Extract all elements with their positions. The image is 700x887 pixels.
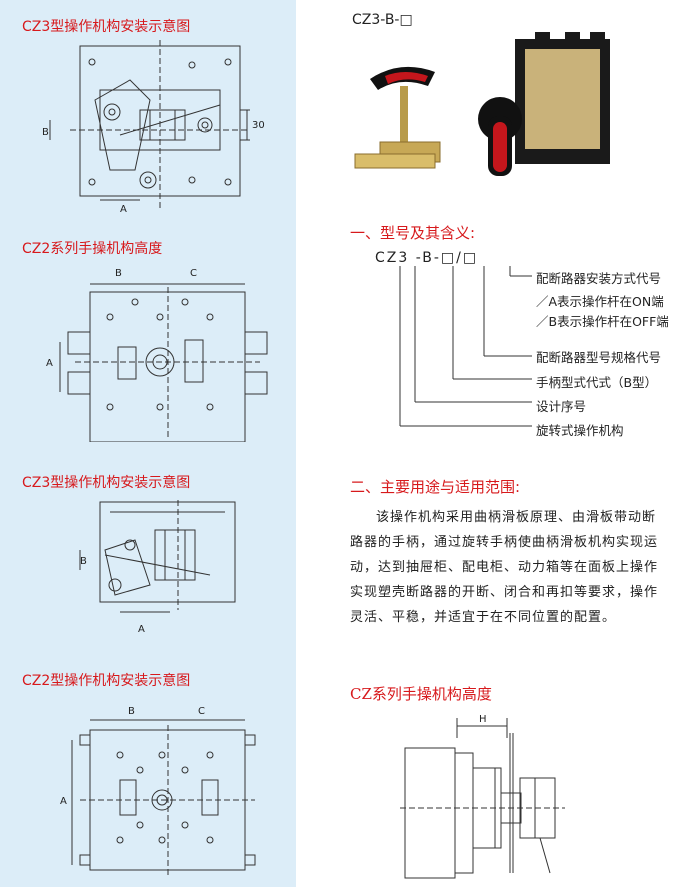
meaning-line-6: 设计序号 [536, 399, 587, 414]
fig2-drawing: B C A [40, 262, 280, 442]
model-code: CZ3 -B-□/□ [375, 250, 479, 266]
fig3-dim-a: A [138, 624, 145, 635]
fig4-dim-c: C [198, 706, 205, 717]
fig1-dim-a: A [120, 204, 127, 215]
fig2-dim-c: C [190, 268, 197, 279]
fig2-dim-b: B [115, 268, 122, 279]
section2-paragraph: 该操作机构采用曲柄滑板原理、由滑板带动断 路器的手柄，通过旋转手柄使曲柄滑板机构… [350, 505, 688, 630]
meaning-line-7: 旋转式操作机构 [536, 423, 624, 438]
meaning-line-5: 手柄型式代式（B型） [536, 375, 658, 390]
product-photo [340, 24, 640, 194]
section3-title: CZ系列手操机构高度 [350, 685, 492, 703]
fig3-drawing: B A [60, 500, 260, 640]
section1-title: 一、型号及其含义: [350, 224, 476, 242]
fig1-title: CZ3型操作机构安装示意图 [22, 19, 191, 35]
fig1-drawing: A B 30 [40, 40, 280, 220]
height-diagram: H [395, 708, 575, 883]
fig1-dim-30: 30 [252, 120, 265, 131]
fig4-dim-a: A [60, 796, 67, 807]
para-line-1: 该操作机构采用曲柄滑板原理、由滑板带动断 [376, 510, 657, 525]
meaning-line-3: ／B表示操作杆在OFF端 [536, 314, 669, 329]
meaning-line-1: 配断路器安装方式代号 [536, 271, 662, 286]
fig3-dim-b: B [80, 556, 87, 567]
model-code-leader-lines [380, 266, 540, 431]
height-dim-h: H [479, 714, 487, 725]
left-panel [0, 0, 296, 887]
fig4-dim-b: B [128, 706, 135, 717]
para-line-4: 实现塑壳断路器的开断、闭合和再扣等要求，操作 [350, 585, 659, 600]
fig4-drawing: B C A [50, 700, 270, 880]
fig2-dim-a: A [46, 358, 53, 369]
meaning-line-4: 配断路器型号规格代号 [536, 350, 662, 365]
para-line-2: 路器的手柄，通过旋转手柄使曲柄滑板机构实现运 [350, 535, 659, 550]
product-model-label: CZ3-B-□ [352, 12, 413, 28]
fig1-dim-b: B [42, 127, 49, 138]
fig2-title: CZ2系列手操机构高度 [22, 241, 163, 257]
meaning-line-2: ／A表示操作杆在ON端 [536, 294, 664, 309]
section2-title: 二、主要用途与适用范围: [350, 478, 521, 496]
fig3-title: CZ3型操作机构安装示意图 [22, 475, 191, 491]
para-line-5: 灵活、平稳，并适宜于在不同位置的配置。 [350, 610, 617, 625]
para-line-3: 动，达到抽屉柜、配电柜、动力箱等在面板上操作 [350, 560, 659, 575]
fig4-title: CZ2型操作机构安装示意图 [22, 673, 191, 689]
